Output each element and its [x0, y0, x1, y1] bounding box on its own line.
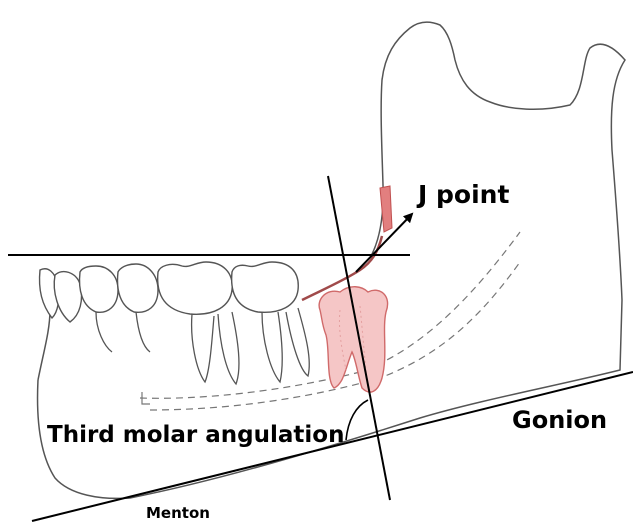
dental-arch — [40, 262, 299, 322]
third-molar — [319, 287, 387, 392]
tooth-roots — [96, 308, 309, 384]
molar-2-crown — [232, 262, 299, 312]
gonion-label: Gonion — [512, 408, 607, 432]
premolar-1-crown — [80, 266, 118, 312]
j-point-label: J point — [418, 182, 509, 207]
canine-crown — [54, 272, 81, 322]
premolar-2-crown — [118, 264, 158, 312]
third-molar-angulation-label: Third molar angulation — [47, 424, 344, 447]
molar-1-crown — [158, 262, 233, 314]
anterior-border — [38, 310, 50, 380]
angulation-arc — [346, 400, 368, 440]
anterior-ramus-highlight — [380, 186, 392, 232]
menton-label: Menton — [146, 506, 210, 521]
